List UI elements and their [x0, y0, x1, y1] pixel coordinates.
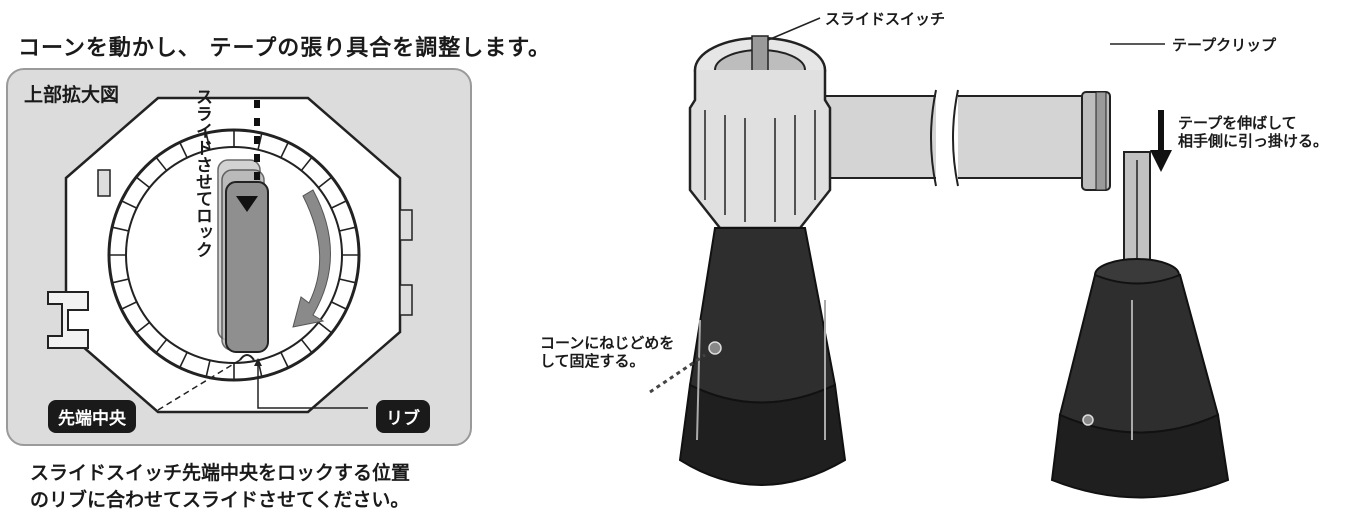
down-arrow-icon [1150, 110, 1172, 172]
housing-tab [399, 209, 413, 241]
screw-line: して固定する。 [540, 352, 645, 370]
tape-band [819, 89, 1093, 187]
screw-line: コーンにねじどめを [540, 334, 675, 352]
stretch-instruction: テープを伸ばして 相手側に引っ掛ける。 [1178, 114, 1328, 150]
rib-mark [280, 351, 289, 368]
screw-icon [1082, 414, 1094, 426]
rib-mark [205, 132, 211, 150]
rib-mark [317, 176, 333, 189]
caption-line: のリブに合わせてスライドさせてください。 [30, 489, 410, 511]
rib-leader-line [257, 360, 368, 409]
lock-triangle-icon [236, 196, 258, 212]
rib-mark [121, 200, 138, 209]
tape-clip-connector [47, 291, 89, 349]
rib-mark [179, 142, 188, 159]
screw-instruction: コーンにねじどめを して固定する。 [540, 334, 674, 370]
top-view-diagram [47, 96, 413, 414]
housing-tab [97, 169, 111, 197]
screw-leader [649, 353, 706, 394]
detail-title: 上部拡大図 [24, 84, 120, 106]
rib-mark [300, 156, 313, 172]
slide-switch-label: スライドスイッチ [825, 10, 946, 28]
rib-mark [179, 351, 188, 368]
slide-switch [225, 181, 269, 353]
rib-mark [121, 301, 138, 310]
rib-mark [111, 226, 129, 232]
right-cone [1050, 151, 1230, 499]
rib-mark [330, 301, 347, 310]
dotted-slide-path [254, 100, 260, 180]
detail-caption: スライドスイッチ先端中央をロックする位置 のリブに合わせてスライドさせてください… [30, 460, 410, 514]
screw-icon [708, 341, 722, 355]
housing-tab [399, 284, 413, 316]
slide-lock-text: スライドさせてロック [192, 88, 212, 258]
rib-marks [109, 130, 359, 380]
rib-mark [339, 226, 357, 232]
slide-switch-leader [767, 17, 821, 41]
rib-mark [300, 338, 313, 354]
rotation-arrow [292, 189, 331, 328]
rib-mark [330, 200, 347, 209]
rib-mark [135, 321, 151, 334]
rib-mark [280, 142, 289, 159]
caption-line: スライドスイッチ先端中央をロックする位置 [30, 462, 411, 484]
rib-arrow-icon [254, 358, 262, 366]
left-cone [678, 35, 847, 486]
tape-clip-label: テープクリップ [1172, 36, 1277, 54]
stretch-line: テープを伸ばして [1178, 114, 1297, 132]
rib-mark [317, 321, 333, 334]
tape-clip-icon [1081, 91, 1111, 191]
tip-center-label: 先端中央 [48, 400, 136, 433]
rib-mark [111, 278, 129, 284]
rib-label: リブ [376, 400, 430, 433]
detail-panel: 上部拡大図 スライドさせてロック 先端中央 リブ [6, 68, 472, 446]
rib-mark [155, 156, 168, 172]
stretch-line: 相手側に引っ掛ける。 [1178, 132, 1329, 150]
instruction-heading: コーンを動かし、 テープの張り具合を調整します。 [18, 36, 552, 61]
rib-mark [135, 176, 151, 189]
rib-mark [155, 338, 168, 354]
rib-mark [339, 278, 357, 284]
rib-mark [205, 360, 211, 378]
center-leader-line [157, 359, 241, 411]
tip-marker [239, 354, 255, 361]
